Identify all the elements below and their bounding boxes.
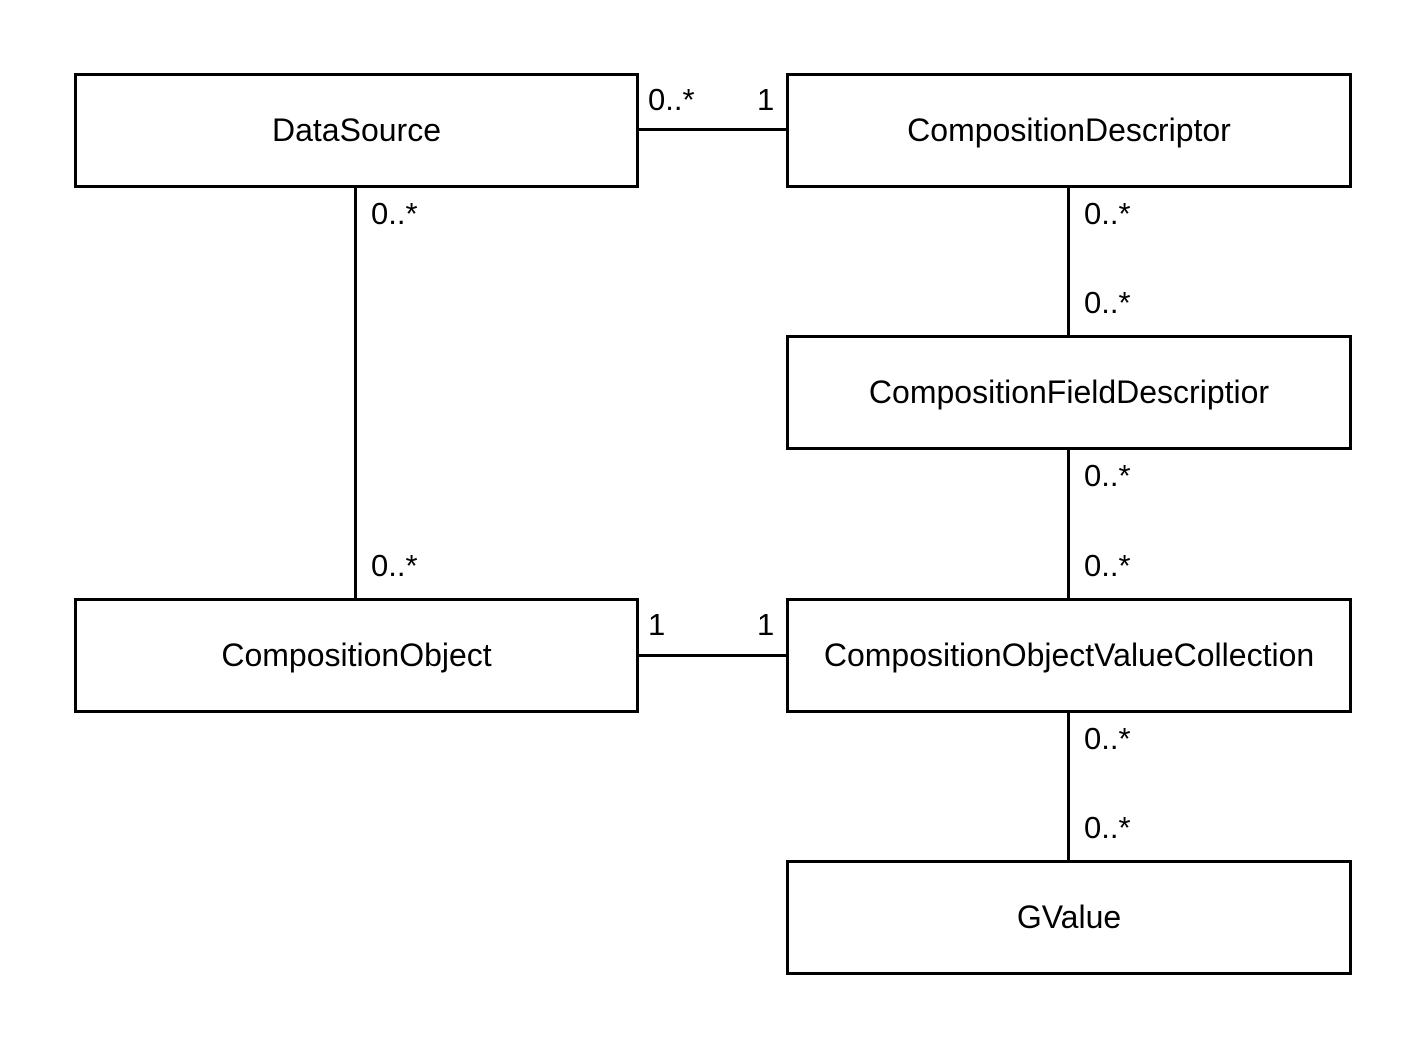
multiplicity-valuecollection-gvalue-target: 0..* (1084, 810, 1131, 845)
multiplicity-datasource-object-source: 0..* (371, 196, 418, 231)
class-composition-descriptor: CompositionDescriptor (786, 73, 1352, 188)
class-gvalue: GValue (786, 860, 1352, 975)
multiplicity-field-valuecollection-source: 0..* (1084, 458, 1131, 493)
class-datasource-label: DataSource (272, 112, 441, 148)
class-composition-descriptor-label: CompositionDescriptor (907, 112, 1231, 148)
association-line-valuecollection-gvalue (1067, 711, 1070, 863)
class-datasource: DataSource (74, 73, 639, 188)
class-composition-field-descriptor-label: CompositionFieldDescriptior (868, 374, 1270, 410)
multiplicity-descriptor-field-source: 0..* (1084, 196, 1131, 231)
multiplicity-datasource-descriptor-target: 1 (757, 82, 775, 117)
class-composition-object: CompositionObject (74, 598, 639, 713)
class-composition-object-value-collection: CompositionObjectValueCollection (786, 598, 1352, 713)
multiplicity-object-valuecollection-source: 1 (648, 607, 666, 642)
association-line-datasource-descriptor (637, 128, 789, 131)
multiplicity-object-valuecollection-target: 1 (757, 607, 775, 642)
multiplicity-valuecollection-gvalue-source: 0..* (1084, 721, 1131, 756)
association-line-datasource-object (354, 186, 357, 601)
association-line-descriptor-field (1067, 186, 1070, 338)
association-line-object-valuecollection (637, 654, 789, 657)
class-composition-object-value-collection-label: CompositionObjectValueCollection (823, 637, 1315, 673)
class-composition-object-label: CompositionObject (221, 637, 492, 673)
multiplicity-datasource-object-target: 0..* (371, 548, 418, 583)
multiplicity-descriptor-field-target: 0..* (1084, 285, 1131, 320)
multiplicity-field-valuecollection-target: 0..* (1084, 548, 1131, 583)
multiplicity-datasource-descriptor-source: 0..* (648, 82, 695, 117)
association-line-field-valuecollection (1067, 448, 1070, 601)
class-composition-field-descriptor: CompositionFieldDescriptior (786, 335, 1352, 450)
class-gvalue-label: GValue (1016, 899, 1122, 935)
